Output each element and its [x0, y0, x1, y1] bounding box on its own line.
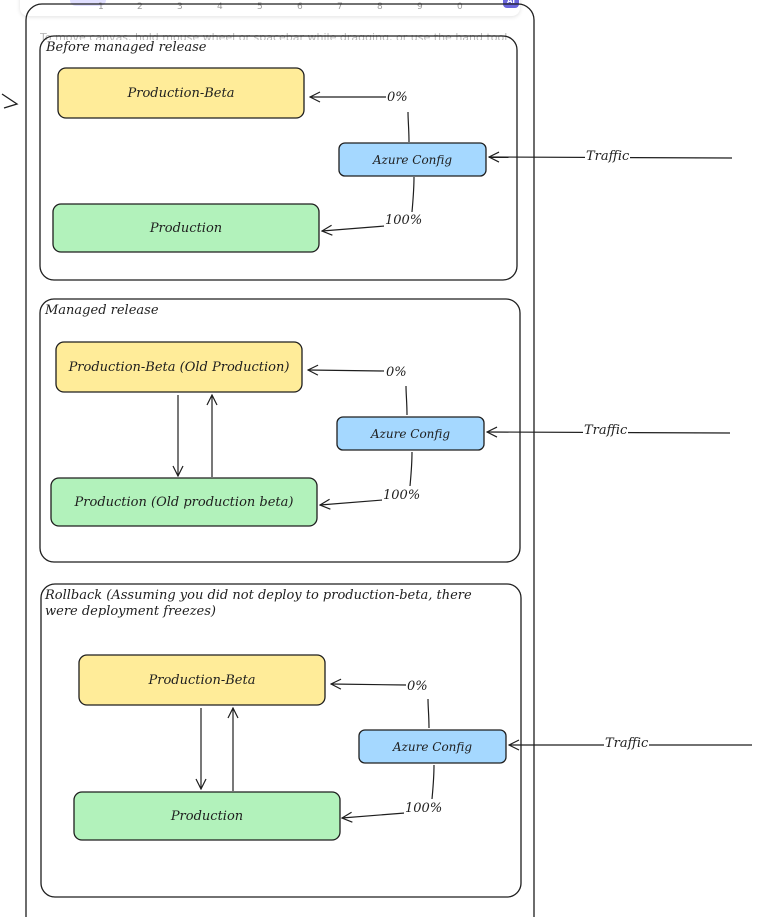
arrow-config-to-production[interactable]	[322, 176, 415, 231]
tool-1[interactable]: 1	[98, 2, 104, 12]
tool-8[interactable]: 8	[377, 2, 383, 12]
arrow-config-to-production[interactable]	[342, 764, 435, 818]
tool-9[interactable]: 9	[417, 2, 423, 12]
frame-managed-release[interactable]	[39, 298, 521, 563]
tool-3[interactable]: 3	[177, 2, 183, 12]
arrow-config-to-beta[interactable]	[308, 370, 408, 416]
production-traffic-percent: 100%	[404, 801, 444, 816]
azure-config-box[interactable]	[338, 142, 487, 177]
production-beta-label: Production-Beta	[127, 85, 235, 101]
azure-config-label: Azure Config	[392, 739, 473, 754]
production-traffic-percent: 100%	[382, 488, 422, 503]
azure-config-box[interactable]	[358, 729, 507, 764]
azure-config-label: Azure Config	[370, 426, 451, 441]
frame-rollback[interactable]	[40, 583, 522, 898]
frame-before-managed-release[interactable]	[39, 35, 518, 281]
traffic-label: Traffic	[604, 736, 650, 751]
frame-title: Managed release	[45, 303, 159, 318]
azure-config-label: Azure Config	[372, 152, 453, 167]
tool-7[interactable]: 7	[337, 2, 343, 12]
azure-config-box[interactable]	[336, 416, 485, 451]
frame-title: Rollback (Assuming you did not deploy to…	[45, 588, 472, 619]
tool-5[interactable]: 5	[257, 2, 263, 12]
arrow-config-to-production[interactable]	[320, 451, 413, 505]
beta-traffic-percent: 0%	[385, 365, 408, 380]
tool-6[interactable]: 6	[297, 2, 303, 12]
offscreen-arrow-head	[1, 93, 19, 109]
production-label: Production	[149, 220, 223, 236]
production-old-beta-label: Production (Old production beta)	[74, 494, 294, 510]
arrow-config-to-beta[interactable]	[310, 97, 410, 143]
outer-container[interactable]	[25, 3, 535, 917]
production-traffic-percent: 100%	[384, 213, 424, 228]
traffic-label: Traffic	[585, 149, 631, 164]
beta-traffic-percent: 0%	[406, 679, 429, 694]
production-beta-label: Production-Beta	[148, 672, 256, 688]
production-beta-old-production-label: Production-Beta (Old Production)	[68, 359, 290, 375]
beta-traffic-percent: 0%	[386, 90, 409, 105]
arrow-config-to-beta[interactable]	[331, 684, 430, 729]
tool-0[interactable]: 0	[457, 2, 463, 12]
tool-4[interactable]: 4	[217, 2, 223, 12]
tool-active-highlight	[70, 0, 106, 6]
production-label: Production	[170, 808, 244, 824]
tool-2[interactable]: 2	[137, 2, 143, 12]
traffic-label: Traffic	[583, 423, 629, 438]
frame-title: Before managed release	[46, 40, 207, 55]
